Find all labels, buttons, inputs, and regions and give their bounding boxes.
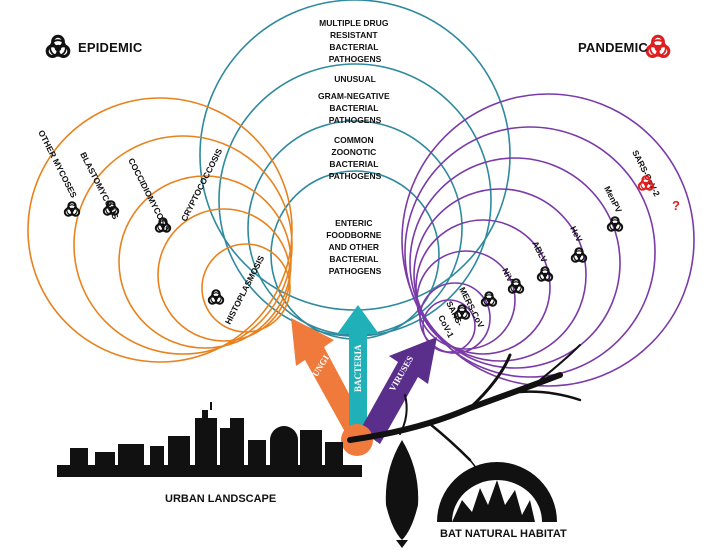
urban-landscape-label: URBAN LANDSCAPE <box>165 493 277 505</box>
bacteria-label-unusual: UNUSUAL <box>334 74 376 84</box>
epidemic-biohazard-icon <box>45 34 71 59</box>
pandemic-biohazard-icon <box>645 34 671 59</box>
bacteria-label-gram-negative: GRAM-NEGATIVE BACTERIAL PATHOGENS <box>318 91 392 125</box>
fungi-arrow: FUNGI <box>291 318 363 432</box>
tree-branch-silhouette <box>347 344 582 479</box>
virus-label-ablv: ABLV <box>530 239 549 264</box>
viruses-circles <box>401 93 695 387</box>
bat-silhouette <box>385 440 419 548</box>
virus-circle-4 <box>413 188 587 362</box>
bacteria-labels: MULTIPLE DRUG RESISTANT BACTERIAL PATHOG… <box>318 18 392 276</box>
virus-icon-mers-cov <box>480 291 498 307</box>
viruses-arrow: VIRUSES <box>360 337 437 444</box>
epidemic-header: EPIDEMIC <box>78 40 143 55</box>
virus-circle-3 <box>409 157 621 369</box>
virus-circle-2 <box>404 126 656 378</box>
fungi-circle-4 <box>157 208 291 342</box>
bacteria-arrow: BACTERIA <box>337 305 379 432</box>
bacteria-label-zoonotic: COMMON ZOONOTIC BACTERIAL PATHOGENS <box>329 135 382 181</box>
virus-circle-6 <box>416 250 516 350</box>
fungi-circle-2 <box>73 135 293 355</box>
virus-label-hev: HeV <box>568 224 585 244</box>
fungi-label-coccidiomycosis: COCCIDIOMYCOSIS <box>126 156 172 234</box>
virus-label-sars-cov-2: SARS-CoV-2 <box>630 148 662 198</box>
virus-circle-5 <box>415 219 551 355</box>
fungi-circles <box>27 97 293 363</box>
fungi-label-cryptococcosis: CRYPTOCOCCOSIS <box>179 147 225 223</box>
fungi-circle-3 <box>118 175 292 349</box>
bat-habitat-label: BAT NATURAL HABITAT <box>440 528 567 540</box>
pandemic-header: PANDEMIC <box>578 40 648 55</box>
bacteria-label-enteric: ENTERIC FOODBORNE AND OTHER BACTERIAL PA… <box>326 218 384 276</box>
fungi-icon-blastomycosis <box>63 201 81 217</box>
cave-silhouette <box>437 462 557 522</box>
fungi-label-other-mycoses: OTHER MYCOSES <box>36 128 79 199</box>
fungi-circle-1 <box>27 97 293 363</box>
virus-labels: SARS-CoV-2 ? MenPV HeV ABLV NiV MERS-CoV… <box>436 148 680 339</box>
fungi-circle-5 <box>201 243 291 333</box>
city-skyline-silhouette <box>57 402 362 477</box>
svg-text:BACTERIA: BACTERIA <box>353 344 363 392</box>
fungi-labels: OTHER MYCOSES BLASTOMYCOSIS COCCIDIOMYCO… <box>36 128 266 326</box>
bacteria-label-mdr: MULTIPLE DRUG RESISTANT BACTERIAL PATHOG… <box>319 18 391 64</box>
virus-label-question: ? <box>672 198 680 213</box>
virus-circle-1 <box>401 93 695 387</box>
virus-circle-8 <box>422 299 476 353</box>
fungi-icon-histoplasmosis <box>207 289 225 305</box>
virus-circle-7 <box>419 282 491 354</box>
